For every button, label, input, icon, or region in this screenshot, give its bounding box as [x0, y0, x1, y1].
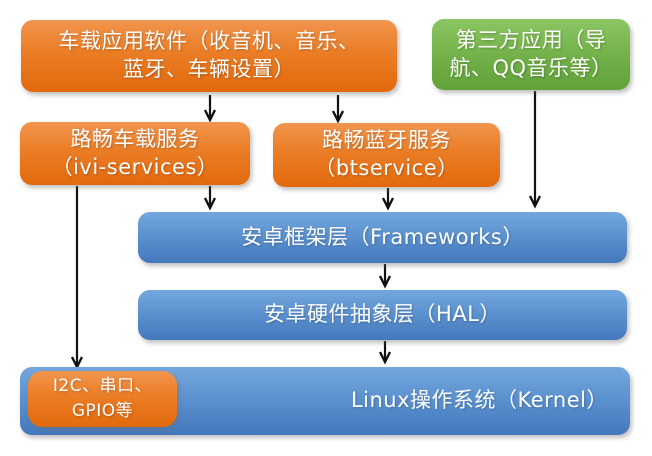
- box-btservice: 路畅蓝牙服务 （btservice）: [273, 123, 500, 187]
- box-peripherals-label-line2: GPIO等: [71, 401, 134, 421]
- box-ivi-services-label-line1: 路畅车载服务: [70, 126, 200, 151]
- box-frameworks-label: 安卓框架层（Frameworks）: [241, 224, 524, 249]
- box-kernel-label: Linux操作系统（Kernel）: [350, 388, 608, 413]
- box-peripherals-label-line1: I2C、串口、: [52, 376, 153, 397]
- box-frameworks: 安卓框架层（Frameworks）: [138, 212, 627, 263]
- box-peripherals: I2C、串口、 GPIO等: [28, 371, 177, 427]
- box-third-party-label-line1: 第三方应用（导: [455, 27, 607, 52]
- box-third-party-apps: 第三方应用（导 航、QQ音乐等）: [432, 19, 630, 90]
- box-vehicle-apps: 车载应用软件（收音机、音乐、 蓝牙、车辆设置）: [21, 20, 397, 92]
- box-ivi-services-label-line2: （ivi-services）: [51, 154, 219, 179]
- box-hal-label: 安卓硬件抽象层（HAL）: [264, 302, 501, 327]
- box-btservice-label-line2: （btservice）: [314, 156, 459, 180]
- box-btservice-label-line1: 路畅蓝牙服务: [322, 128, 451, 153]
- box-vehicle-apps-label-line1: 车载应用软件（收音机、音乐、: [58, 29, 360, 54]
- box-ivi-services: 路畅车载服务 （ivi-services）: [20, 122, 250, 185]
- box-third-party-label-line2: 航、QQ音乐等）: [449, 55, 613, 80]
- box-vehicle-apps-label-line2: 蓝牙、车辆设置）: [123, 57, 295, 81]
- box-hal: 安卓硬件抽象层（HAL）: [138, 290, 627, 340]
